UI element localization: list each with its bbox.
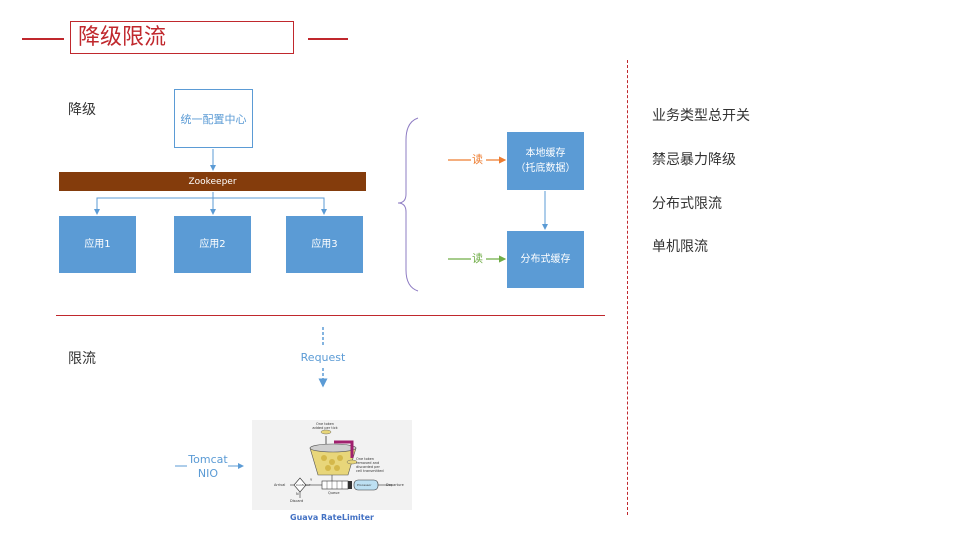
ratelimiter-drawing [290,429,392,498]
local-cache-line2: （托底数据） [515,163,576,174]
distributed-cache-box: 分布式缓存 [507,231,584,288]
token-drop [320,429,332,435]
token [325,465,331,471]
title-frame [70,21,294,54]
limiter-label-queue: Queue [328,491,340,495]
queue-head [348,481,352,489]
read-label-green: 读 [472,252,483,265]
tomcat-line2: NIO [197,467,219,480]
read-label-orange: 读 [472,153,483,166]
token [321,455,327,461]
tomcat-line1: Tomcat [188,453,228,466]
limiter-label-right-top: One token removed and discarded per cell… [356,457,384,473]
limiter-label-processor: Processor [357,483,372,487]
app-label-1: 应用1 [84,239,111,250]
section-divider [56,315,605,316]
app-box-2: 应用2 [174,216,251,273]
bracket [397,117,419,292]
right-list-item-1: 业务类型总开关 [652,108,750,124]
config-center-box: 统一配置中心 [174,89,253,148]
right-list-item-2: 禁忌暴力降级 [652,152,736,168]
limiter-label-discard: Discard [290,499,304,503]
ratelimiter-illustration: One token added per tick One token remov… [252,420,412,510]
vertical-divider [627,60,628,515]
ratelimit-label: 限流 [68,351,96,367]
local-cache-box: 本地缓存 （托底数据） [507,132,584,190]
distributed-cache-label: 分布式缓存 [520,254,571,265]
zookeeper-bar: Zookeeper [59,172,366,191]
limiter-label-conform: Conform? [296,483,311,487]
config-center-label: 统一配置中心 [180,112,247,126]
app-box-1: 应用1 [59,216,136,273]
local-cache-line1: 本地缓存 [525,148,566,159]
token [334,465,340,471]
ratelimiter-caption: Guava RateLimiter [290,513,374,522]
tomcat-nio-label: Tomcat NIO [186,453,230,481]
right-list-item-4: 单机限流 [652,239,708,255]
bucket-rim [309,443,357,453]
arrow-zk-to-app3 [213,197,327,215]
right-list-item-3: 分布式限流 [652,196,722,212]
limiter-label-yes: Y [310,478,313,482]
limiter-label-top: One token added per tick [312,422,338,430]
title-rule-left [22,38,64,40]
degrade-label: 降级 [68,102,96,118]
app-label-3: 应用3 [311,239,338,250]
queue-rect [321,480,349,490]
zookeeper-label: Zookeeper [188,176,237,187]
token [329,459,335,465]
title-rule-right [308,38,348,40]
app-box-3: 应用3 [286,216,363,273]
page-title: 降级限流 [78,25,167,50]
request-label: Request [300,351,346,364]
app-label-2: 应用2 [199,239,226,250]
token-removed [346,459,358,465]
arrow-zk-to-app1 [94,197,213,215]
limiter-label-arrival: Arrival [274,483,286,487]
limiter-label-departure: Departure [386,483,404,487]
token [337,455,343,461]
limiter-label-no: N [296,492,299,496]
token-pipe [334,440,354,458]
